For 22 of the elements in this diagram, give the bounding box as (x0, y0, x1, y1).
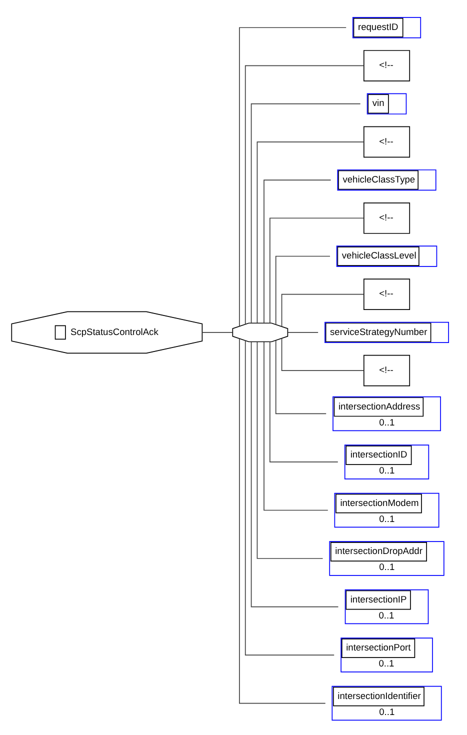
node-box: <!-- (363, 202, 410, 234)
connector (239, 338, 326, 704)
node-box: <!-- (363, 126, 410, 158)
connector (244, 64, 364, 324)
connector (239, 26, 347, 326)
connector (256, 340, 324, 558)
connector (281, 337, 364, 370)
connector (244, 340, 335, 655)
node-octagon (232, 322, 288, 342)
connector (264, 179, 332, 323)
node-box: <!-- (363, 354, 410, 386)
connector (264, 341, 328, 510)
node-box: <!-- (363, 50, 410, 81)
connector (275, 255, 330, 324)
connector (256, 141, 364, 323)
connector (281, 293, 364, 326)
connector (270, 340, 338, 462)
connector (250, 340, 339, 607)
connector (275, 340, 327, 414)
connector (270, 217, 364, 323)
connector (250, 102, 361, 323)
node-box: <!-- (363, 278, 410, 310)
